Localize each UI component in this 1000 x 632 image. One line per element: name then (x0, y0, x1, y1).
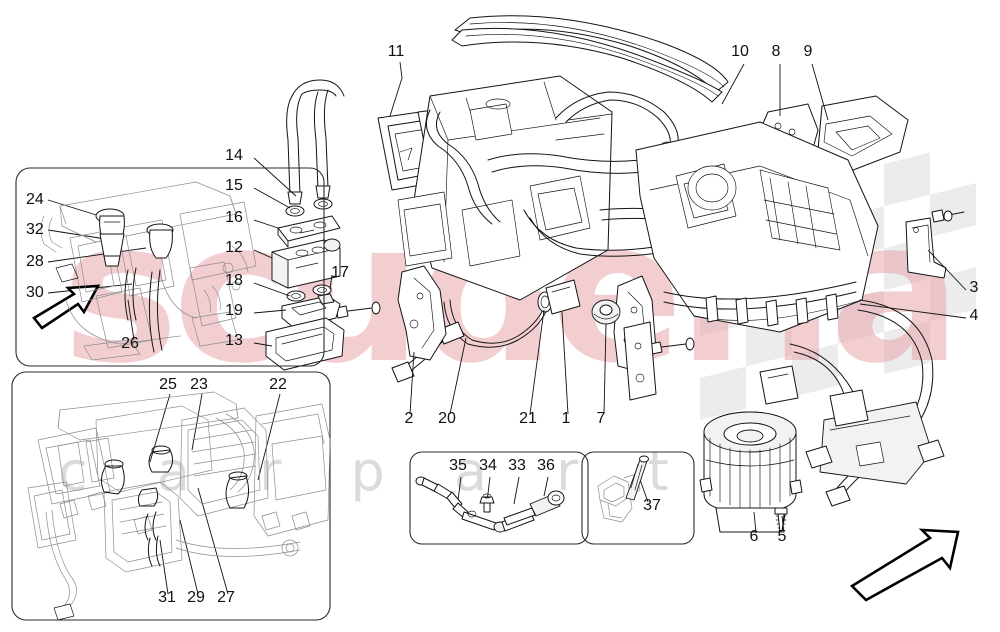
part-4-blower-housing (635, 121, 879, 333)
callout-24: 24 (26, 191, 44, 208)
callout-19: 19 (225, 302, 243, 319)
callout-21: 21 (519, 410, 537, 427)
inset-linkage-border (409, 451, 589, 545)
callout-37: 37 (643, 497, 661, 514)
callout-14: 14 (225, 147, 243, 164)
main-assembly (335, 15, 965, 533)
callout-17: 17 (331, 264, 349, 281)
callout-26: 26 (121, 335, 139, 352)
callout-15: 15 (225, 177, 243, 194)
callout-23: 23 (190, 376, 208, 393)
inset-part-30-actuator (124, 267, 137, 321)
callout-13: 13 (225, 332, 243, 349)
callout-3: 3 (970, 279, 979, 296)
callout-4: 4 (970, 307, 979, 324)
arrow-forward-left (32, 284, 101, 330)
inset-pin-border (581, 451, 695, 545)
inset-part-26-actuator (148, 269, 163, 353)
part-18-o-ring (286, 290, 306, 302)
callout-1: 1 (562, 410, 571, 427)
callout-34: 34 (479, 457, 497, 474)
callout-2: 2 (405, 410, 414, 427)
inset-lower-left (11, 371, 331, 621)
callout-20: 20 (438, 410, 456, 427)
mounting-post-group (705, 293, 839, 327)
inset-part-32-actuator (99, 233, 125, 267)
inset-pin-drawing (597, 455, 649, 523)
callout-5: 5 (778, 528, 787, 545)
callout-35: 35 (449, 457, 467, 474)
callout-labels: 11 10 8 9 14 15 16 12 18 19 13 17 3 4 24… (26, 43, 979, 606)
part-6-blower-motor (699, 411, 803, 533)
inset-upper-left-border (15, 167, 325, 367)
callout-8: 8 (772, 43, 781, 60)
callout-28: 28 (26, 253, 44, 270)
inset-linkage (409, 451, 589, 545)
part-1-actuator (545, 279, 581, 315)
part-2-bracket (397, 265, 447, 361)
inset-lower-left-border (11, 371, 331, 621)
callout-30: 30 (26, 284, 44, 301)
bracket-lower-center (623, 321, 657, 401)
inset-part-29-actuator (144, 511, 157, 541)
callout-22: 22 (269, 376, 287, 393)
arrow-forward-right (849, 528, 960, 602)
part-17-o-ring (312, 284, 332, 296)
callout-12: 12 (225, 239, 243, 256)
watermark-subtitle: c a r p a r t s (58, 440, 792, 503)
callout-25: 25 (159, 376, 177, 393)
callout-11: 11 (388, 43, 405, 60)
callout-18: 18 (225, 272, 243, 289)
inset-linkage-drawing (415, 476, 565, 533)
part-37-pin (625, 455, 649, 501)
callout-10: 10 (731, 43, 749, 60)
part-10-upper-duct (451, 15, 729, 103)
part-7-grommet (591, 299, 621, 325)
part-12-expansion-valve (271, 238, 341, 289)
inset-part-23-actuator (148, 445, 174, 473)
callout-16: 16 (225, 209, 243, 226)
callout-9: 9 (804, 43, 813, 60)
fastener-top-right (931, 209, 965, 223)
inset-part-34-clip (479, 493, 495, 513)
callout-27: 27 (217, 589, 235, 606)
part-3-bracket (905, 217, 947, 279)
callout-32: 32 (26, 221, 44, 238)
callout-31: 31 (158, 589, 176, 606)
inset-lower-left-drawing (27, 391, 331, 621)
inset-part-25-actuator (100, 459, 125, 495)
expansion-valve-stack (265, 79, 345, 371)
inset-part-28-actuator (146, 223, 174, 259)
inset-part-31-actuator (147, 535, 161, 567)
part-15-o-rings (285, 198, 333, 217)
callout-29: 29 (187, 589, 205, 606)
inset-part-22-actuator (225, 471, 250, 509)
bracket-mid-right (759, 365, 869, 427)
callout-6: 6 (750, 528, 759, 545)
callout-33: 33 (508, 457, 526, 474)
inset-upper-left (15, 167, 325, 367)
inset-upper-left-drawing (40, 181, 257, 361)
inset-pin (581, 451, 695, 545)
inset-part-27-actuator (137, 487, 159, 507)
part-9-air-duct (817, 95, 909, 173)
callout-36: 36 (537, 457, 555, 474)
part-14-pipe-ends (286, 79, 345, 205)
callout-7: 7 (597, 410, 606, 427)
